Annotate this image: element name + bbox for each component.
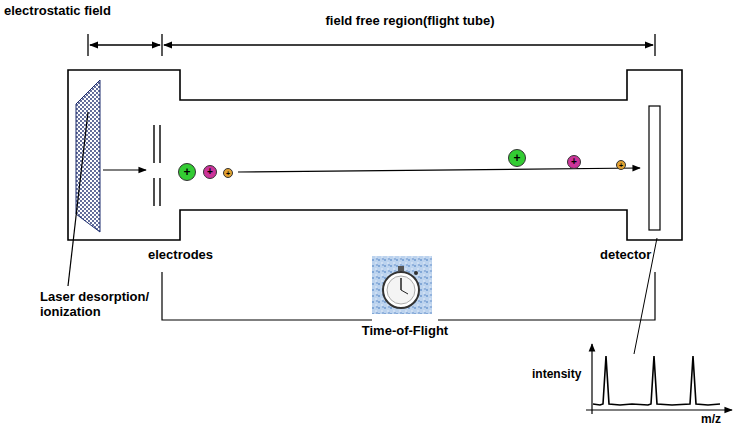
charge-sign: + bbox=[207, 167, 213, 177]
measure-label: Time-of-Flight bbox=[362, 324, 448, 339]
part-label: detector bbox=[600, 248, 651, 263]
ion-particle: + bbox=[508, 149, 526, 167]
charge-sign: + bbox=[226, 170, 230, 177]
charge-sign: + bbox=[513, 152, 520, 164]
mass-spectrum bbox=[586, 344, 732, 414]
flight-path-arrow bbox=[238, 168, 640, 172]
region-label: field free region(flight tube) bbox=[326, 14, 495, 29]
ion-direction-arrow bbox=[103, 169, 146, 170]
sample-plate bbox=[76, 80, 100, 232]
ion-particle: + bbox=[223, 168, 233, 178]
part-label: Laser desorption/ ionization bbox=[40, 290, 165, 320]
part-label: electrodes bbox=[148, 248, 213, 263]
ion-particle: + bbox=[203, 165, 217, 179]
ion-particle: + bbox=[178, 163, 196, 181]
stopwatch-icon bbox=[372, 256, 432, 314]
leader-line bbox=[68, 112, 88, 286]
instrument-housing bbox=[68, 70, 682, 240]
axis-label: m/z bbox=[701, 413, 721, 427]
ion-particle: + bbox=[616, 160, 626, 170]
charge-sign: + bbox=[183, 166, 190, 178]
electrode-plates bbox=[154, 125, 160, 206]
detector-plate bbox=[649, 106, 660, 230]
region-label: electrostatic field bbox=[4, 4, 111, 19]
charge-sign: + bbox=[619, 162, 623, 169]
ion-particle: + bbox=[567, 155, 581, 169]
charge-sign: + bbox=[571, 157, 577, 167]
axis-label: intensity bbox=[532, 368, 583, 382]
region-brackets bbox=[88, 34, 655, 56]
